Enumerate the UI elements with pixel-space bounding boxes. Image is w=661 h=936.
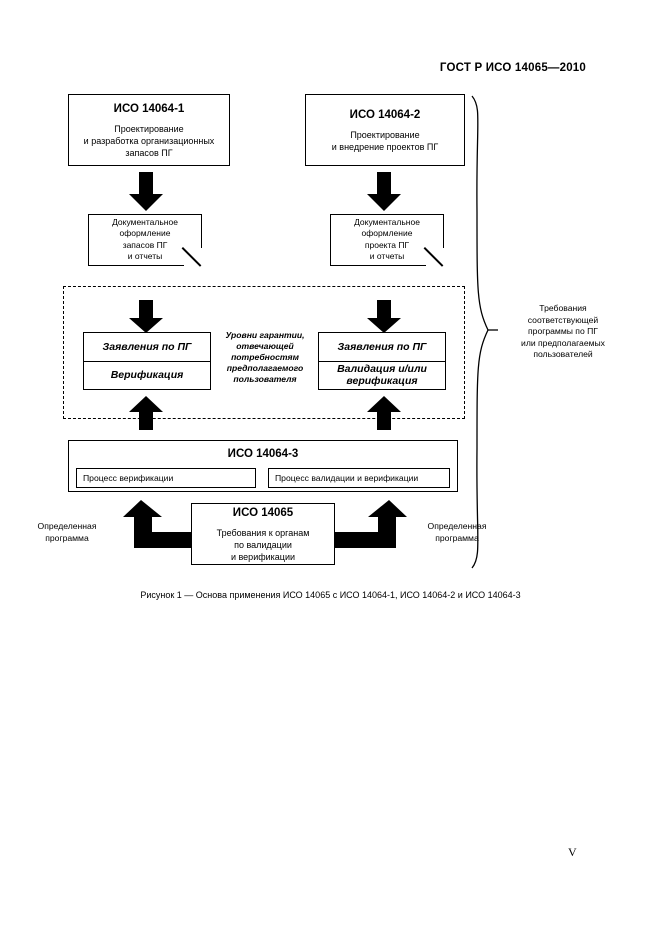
- figure-caption: Рисунок 1 — Основа применения ИСО 14065 …: [140, 590, 521, 600]
- assurance-level-region: [63, 286, 465, 419]
- cell-right-ghg-claims: Заявления по ПГ: [337, 340, 427, 353]
- cell-left-verification: Верификация: [84, 360, 210, 390]
- arrow-l-left-program-to-iso3: [116, 500, 200, 550]
- box-validation-verification-process: Процесс валидации и верификации: [268, 468, 450, 488]
- box-iso-14064-2-title: ИСО 14064-2: [349, 108, 421, 121]
- box-iso-14065-title: ИСО 14065: [232, 506, 294, 519]
- box-iso-14064-3-title: ИСО 14064-3: [227, 448, 299, 460]
- document-header: ГОСТ Р ИСО 14065—2010: [439, 62, 586, 74]
- page-number: V: [568, 845, 577, 859]
- stack-left-claims-verification: Заявления по ПГ Верификация: [83, 332, 211, 390]
- arrow-up-iso3-to-claims-left: [128, 395, 164, 431]
- right-brace: [466, 92, 500, 577]
- arrow-l-right-program-to-iso3: [330, 500, 414, 550]
- arrow-up-iso3-to-claims-right: [366, 395, 402, 431]
- arrow-down-doc-to-claims-right: [366, 300, 402, 334]
- box-verification-process: Процесс верификации: [76, 468, 256, 488]
- cell-left-ghg-claims: Заявления по ПГ: [102, 340, 192, 353]
- box-iso-14064-1-title: ИСО 14064-1: [113, 102, 185, 115]
- arrow-down-iso-1-to-doc: [128, 172, 164, 212]
- arrow-down-iso-2-to-doc: [366, 172, 402, 212]
- arrow-down-doc-to-claims-left: [128, 300, 164, 334]
